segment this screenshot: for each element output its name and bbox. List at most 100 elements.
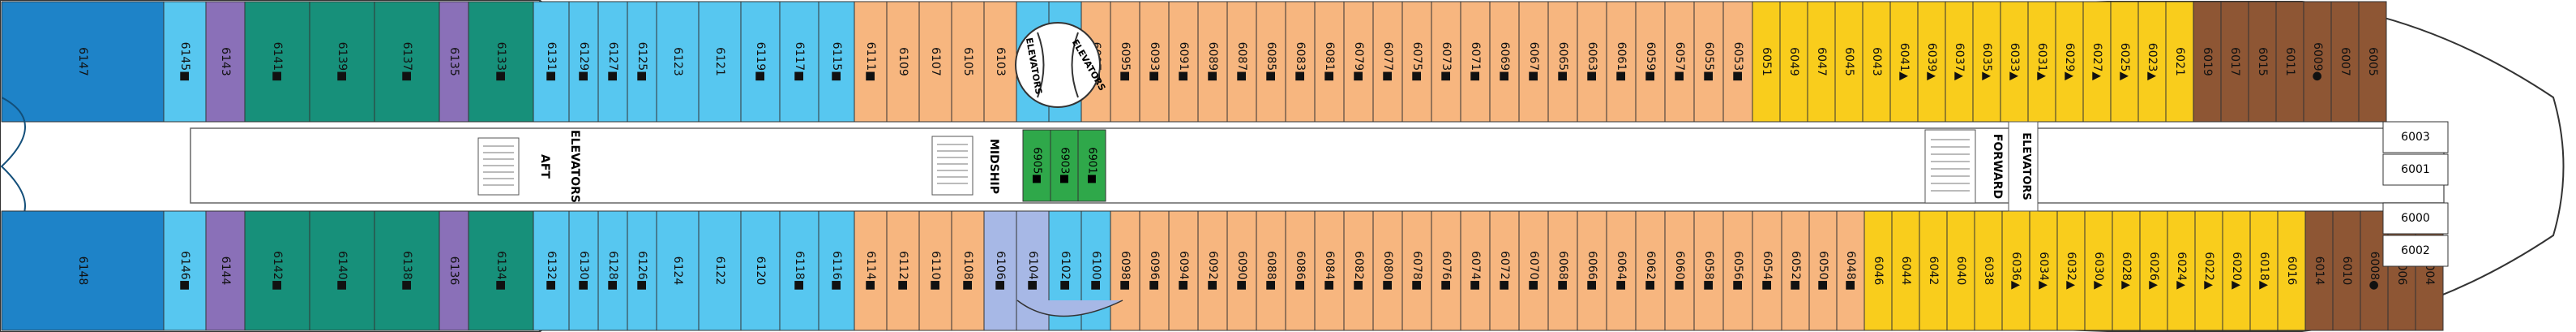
cabin-6059[interactable]: 6059■ — [1635, 1, 1666, 123]
cabin-6074[interactable]: 6074■ — [1460, 210, 1491, 331]
cabin-6120[interactable]: 6120 — [740, 210, 781, 331]
cabin-6042[interactable]: 6042 — [1919, 210, 1948, 331]
cabin-6038[interactable]: 6038 — [1974, 210, 2003, 331]
cabin-6092[interactable]: 6092■ — [1197, 210, 1228, 331]
cabin-6077[interactable]: 6077■ — [1372, 1, 1403, 123]
cabin-6011[interactable]: 6011 — [2275, 1, 2304, 123]
cabin-6095[interactable]: 6095■ — [1110, 1, 1140, 123]
cabin-6118[interactable]: 6118■ — [779, 210, 819, 331]
cabin-6127[interactable]: 6127■ — [597, 1, 628, 123]
cabin-6119[interactable]: 6119■ — [740, 1, 781, 123]
cabin-6124[interactable]: 6124 — [656, 210, 700, 331]
cabin-6028[interactable]: 6028▲ — [2112, 210, 2141, 331]
cabin-6060[interactable]: 6060■ — [1664, 210, 1695, 331]
cabin-6016[interactable]: 6016 — [2277, 210, 2306, 331]
cabin-6090[interactable]: 6090■ — [1226, 210, 1257, 331]
cabin-6108[interactable]: 6108■ — [951, 210, 985, 331]
cabin-6055[interactable]: 6055■ — [1693, 1, 1724, 123]
cabin-6114[interactable]: 6114■ — [854, 210, 888, 331]
cabin-6107[interactable]: 6107 — [918, 1, 952, 123]
cabin-6117[interactable]: 6117■ — [779, 1, 819, 123]
cabin-6046[interactable]: 6046 — [1864, 210, 1893, 331]
cabin-6131[interactable]: 6131■ — [533, 1, 570, 123]
cabin-6024[interactable]: 6024▲ — [2167, 210, 2196, 331]
cabin-6068[interactable]: 6068■ — [1547, 210, 1578, 331]
cabin-6047[interactable]: 6047 — [1807, 1, 1836, 123]
cabin-6134[interactable]: 6134■ — [468, 210, 534, 331]
cabin-6032[interactable]: 6032▲ — [2056, 210, 2086, 331]
cabin-6130[interactable]: 6130■ — [568, 210, 599, 331]
cabin-6098[interactable]: 6098■ — [1110, 210, 1140, 331]
cabin-6106[interactable]: 6106■ — [983, 210, 1017, 331]
cabin-6115[interactable]: 6115■ — [818, 1, 855, 123]
cabin-6105[interactable]: 6105 — [951, 1, 985, 123]
cabin-6010[interactable]: 6010 — [2332, 210, 2361, 331]
cabin-6143[interactable]: 6143 — [205, 1, 246, 123]
cabin-6034[interactable]: 6034▲ — [2029, 210, 2058, 331]
cabin-6138[interactable]: 6138■ — [374, 210, 440, 331]
cabin-6061[interactable]: 6061■ — [1606, 1, 1637, 123]
cabin-6062[interactable]: 6062■ — [1635, 210, 1666, 331]
cabin-6000[interactable]: 6000 — [2382, 202, 2449, 235]
cabin-6132[interactable]: 6132■ — [533, 210, 570, 331]
cabin-6065[interactable]: 6065■ — [1547, 1, 1578, 123]
cabin-6018[interactable]: 6018▲ — [2249, 210, 2279, 331]
cabin-6145[interactable]: 6145■ — [163, 1, 207, 123]
cabin-6086[interactable]: 6086■ — [1285, 210, 1316, 331]
cabin-6022[interactable]: 6022▲ — [2194, 210, 2223, 331]
cabin-6057[interactable]: 6057■ — [1664, 1, 1695, 123]
cabin-6069[interactable]: 6069■ — [1489, 1, 1520, 123]
cabin-6002[interactable]: 6002 — [2382, 235, 2449, 267]
cabin-6037[interactable]: 6037▲ — [1945, 1, 1974, 123]
cabin-6096[interactable]: 6096■ — [1139, 210, 1170, 331]
cabin-6027[interactable]: 6027▲ — [2082, 1, 2112, 123]
cabin-6035[interactable]: 6035▲ — [1972, 1, 2001, 123]
cabin-6020[interactable]: 6020▲ — [2222, 210, 2251, 331]
cabin-6040[interactable]: 6040 — [1946, 210, 1975, 331]
cabin-6121[interactable]: 6121 — [698, 1, 742, 123]
cabin-6071[interactable]: 6071■ — [1460, 1, 1491, 123]
cabin-6140[interactable]: 6140■ — [309, 210, 375, 331]
cabin-6003[interactable]: 6003 — [2382, 121, 2449, 153]
cabin-6029[interactable]: 6029▲ — [2055, 1, 2084, 123]
cabin-6123[interactable]: 6123 — [656, 1, 700, 123]
cabin-6023[interactable]: 6023▲ — [2137, 1, 2167, 123]
cabin-6054[interactable]: 6054■ — [1752, 210, 1782, 331]
cabin-6122[interactable]: 6122 — [698, 210, 742, 331]
cabin-6063[interactable]: 6063■ — [1577, 1, 1607, 123]
cabin-6007[interactable]: 6007 — [2330, 1, 2360, 123]
cabin-6043[interactable]: 6043 — [1862, 1, 1891, 123]
cabin-6901[interactable]: 6901■ — [1077, 129, 1106, 202]
cabin-6052[interactable]: 6052■ — [1781, 210, 1810, 331]
cabin-6076[interactable]: 6076■ — [1431, 210, 1461, 331]
cabin-6045[interactable]: 6045 — [1834, 1, 1864, 123]
cabin-6081[interactable]: 6081■ — [1314, 1, 1345, 123]
cabin-6146[interactable]: 6146■ — [163, 210, 207, 331]
cabin-6093[interactable]: 6093■ — [1139, 1, 1170, 123]
cabin-6058[interactable]: 6058■ — [1693, 210, 1724, 331]
cabin-6041[interactable]: 6041▲ — [1889, 1, 1919, 123]
cabin-6072[interactable]: 6072■ — [1489, 210, 1520, 331]
cabin-6051[interactable]: 6051 — [1752, 1, 1781, 123]
cabin-6148[interactable]: 6148 — [1, 210, 165, 331]
cabin-6091[interactable]: 6091■ — [1168, 1, 1199, 123]
cabin-6050[interactable]: 6050■ — [1808, 210, 1838, 331]
cabin-6073[interactable]: 6073■ — [1431, 1, 1461, 123]
cabin-6039[interactable]: 6039▲ — [1917, 1, 1946, 123]
cabin-6136[interactable]: 6136 — [439, 210, 469, 331]
cabin-6030[interactable]: 6030▲ — [2084, 210, 2113, 331]
cabin-6001[interactable]: 6001 — [2382, 153, 2449, 186]
cabin-6085[interactable]: 6085■ — [1256, 1, 1286, 123]
cabin-6129[interactable]: 6129■ — [568, 1, 599, 123]
cabin-6009[interactable]: 6009● — [2303, 1, 2332, 123]
cabin-6139[interactable]: 6139■ — [309, 1, 375, 123]
cabin-6025[interactable]: 6025▲ — [2110, 1, 2139, 123]
cabin-6080[interactable]: 6080■ — [1372, 210, 1403, 331]
cabin-6094[interactable]: 6094■ — [1168, 210, 1199, 331]
cabin-6905[interactable]: 6905■ — [1022, 129, 1051, 202]
cabin-6067[interactable]: 6067■ — [1518, 1, 1549, 123]
cabin-6021[interactable]: 6021 — [2165, 1, 2194, 123]
cabin-6005[interactable]: 6005 — [2358, 1, 2387, 123]
cabin-6133[interactable]: 6133■ — [468, 1, 534, 123]
cabin-6079[interactable]: 6079■ — [1343, 1, 1374, 123]
